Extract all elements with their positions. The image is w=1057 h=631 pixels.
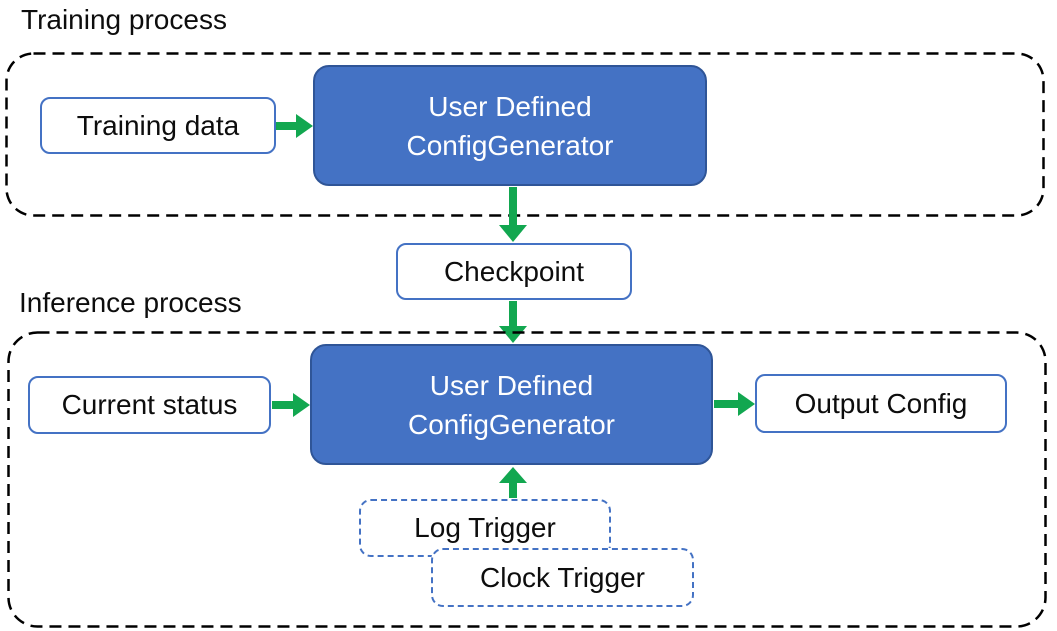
config-generator-training-box: User Defined ConfigGenerator [313,65,707,186]
arrow-training-data-to-generator [276,114,313,138]
config-generator-inference-line2: ConfigGenerator [407,408,615,440]
config-generator-training-line2: ConfigGenerator [406,129,614,161]
current-status-box: Current status [28,376,271,434]
clock-trigger-label: Clock Trigger [480,561,645,593]
arrow-shaft [714,400,742,408]
checkpoint-box: Checkpoint [396,243,632,300]
arrow-shaft [272,401,297,409]
clock-trigger-box: Clock Trigger [431,548,694,607]
config-generator-inference-line1: User Defined [429,369,594,401]
arrow-shaft [509,187,517,228]
training-data-label: Training data [76,109,240,141]
log-trigger-label: Log Trigger [414,512,556,543]
config-generator-inference-box: User Defined ConfigGenerator [310,344,713,465]
current-status-label: Current status [61,389,238,420]
inference-process-container [7,331,1047,628]
arrow-shaft [509,301,517,329]
output-config-box: Output Config [755,374,1007,433]
log-trigger-box: Log Trigger [359,499,611,557]
arrow-head [296,114,313,138]
training-data-box: Training data [40,97,276,154]
training-process-label: Training process [21,4,227,35]
arrow-current-status-to-generator [272,393,310,417]
output-config-label: Output Config [794,387,968,419]
arrow-shaft [276,122,300,130]
arrow-generator-to-checkpoint [499,187,527,242]
arrow-head [293,393,310,417]
config-generator-training-line1: User Defined [428,90,592,122]
checkpoint-label: Checkpoint [443,255,585,287]
arrow-generator-to-output-config [714,392,755,416]
arrow-head [499,225,527,242]
arrow-head [499,326,527,343]
arrow-head [499,467,527,483]
arrow-shaft [509,480,517,498]
arrow-head [738,392,755,416]
inference-process-label: Inference process [19,287,242,318]
arrow-checkpoint-to-generator [499,301,527,343]
arrow-triggers-to-generator [499,467,527,498]
